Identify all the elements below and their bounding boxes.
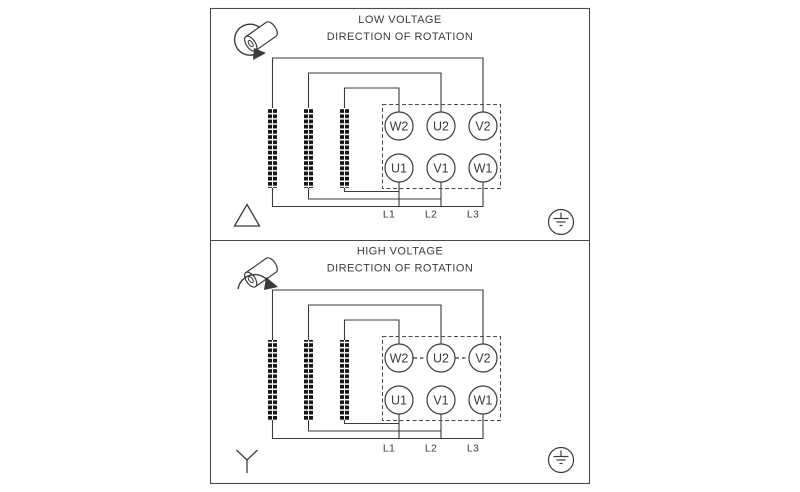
motor-shaft-icon (244, 257, 278, 288)
terminals: W2 U2 V2 U1 V1 W1 (384, 111, 498, 183)
supply-line-label-l2: L2 (425, 443, 437, 455)
terminal-v1 (426, 153, 456, 183)
terminal-label-u1: U1 (391, 162, 407, 176)
rotation-arrow-ccw (233, 23, 260, 56)
terminal-u2 (426, 343, 456, 373)
delta-symbol-icon (233, 203, 261, 227)
supply-line-labels: L1 L2 L3 (383, 443, 479, 455)
terminal-w1 (468, 153, 498, 183)
terminal-label-v2: V2 (475, 352, 490, 366)
ground-symbol-icon (547, 208, 575, 236)
motor-shaft-icon (244, 21, 278, 52)
arrowhead-icon (253, 48, 266, 60)
terminal-u1 (384, 153, 414, 183)
supply-line-labels: L1 L2 L3 (383, 209, 479, 221)
panel-subtitle: DIRECTION OF ROTATION (327, 263, 474, 275)
rotation-direction-icon (233, 21, 278, 60)
terminal-w1 (468, 385, 498, 415)
diagram-border (209, 7, 591, 485)
low-voltage-panel: LOW VOLTAGE DIRECTION OF ROTATION (233, 14, 575, 236)
wiring-lines (271, 289, 484, 440)
terminal-u2 (426, 111, 456, 141)
terminal-board-outline (382, 104, 501, 189)
terminals: W2 U2 V2 U1 V1 W1 (384, 343, 498, 415)
panel-title: LOW VOLTAGE (358, 14, 441, 26)
terminal-label-w2: W2 (390, 120, 409, 134)
terminal-v2 (468, 111, 498, 141)
terminal-label-w2: W2 (390, 352, 409, 366)
terminal-label-u2: U2 (433, 120, 449, 134)
arrowhead-icon (264, 277, 278, 290)
terminal-w2 (384, 111, 414, 141)
ground-symbol-icon (547, 446, 575, 474)
terminal-label-w1: W1 (474, 394, 493, 408)
terminal-u1 (384, 385, 414, 415)
terminal-label-v2: V2 (475, 120, 490, 134)
terminal-w2 (384, 343, 414, 373)
supply-line-label-l1: L1 (383, 443, 395, 455)
terminal-link-bars (268, 340, 349, 420)
rotation-direction-icon (237, 257, 278, 290)
high-voltage-panel: HIGH VOLTAGE DIRECTION OF ROTATION (236, 246, 575, 474)
supply-line-label-l2: L2 (425, 209, 437, 221)
supply-line-label-l1: L1 (383, 209, 395, 221)
wiring-lines (271, 57, 484, 208)
terminal-board-outline (382, 336, 501, 421)
terminal-label-v1: V1 (433, 162, 448, 176)
supply-line-label-l3: L3 (467, 209, 479, 221)
terminal-label-v1: V1 (433, 394, 448, 408)
terminal-label-u1: U1 (391, 394, 407, 408)
terminal-v1 (426, 385, 456, 415)
terminal-label-w1: W1 (474, 162, 493, 176)
terminal-v2 (468, 343, 498, 373)
panel-subtitle: DIRECTION OF ROTATION (327, 31, 474, 43)
terminal-label-u2: U2 (433, 352, 449, 366)
supply-line-label-l3: L3 (467, 443, 479, 455)
wye-symbol-icon (236, 449, 258, 473)
terminal-link-bars (268, 108, 349, 188)
panel-title: HIGH VOLTAGE (357, 246, 443, 258)
